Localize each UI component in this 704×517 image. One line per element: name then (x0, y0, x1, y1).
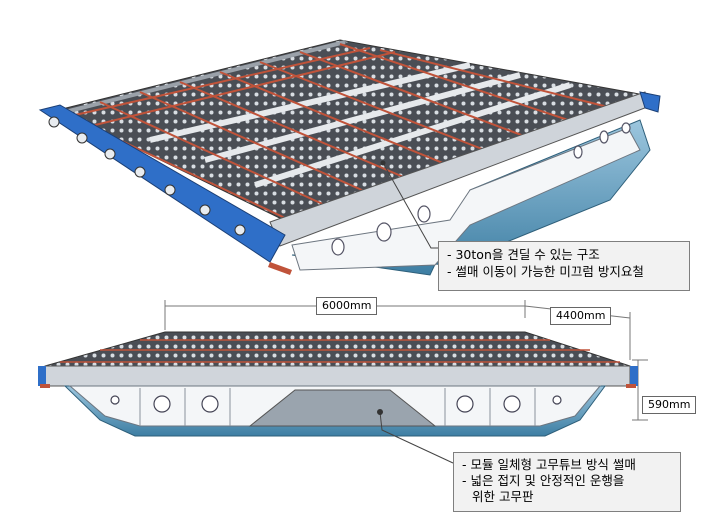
hitch-lug (48, 116, 60, 128)
callout-top-line1: - 30ton을 견딜 수 있는 구조 (447, 247, 600, 262)
cross-beam (64, 40, 346, 114)
blue-end-cap (639, 91, 661, 113)
blue-side-frame (38, 104, 286, 263)
leader-line-bottom (379, 411, 454, 464)
dimension-length-label: 6000mm (316, 297, 378, 315)
anti-slip-rail (99, 101, 341, 213)
anti-slip-rail (339, 43, 581, 125)
anti-slip-rail (379, 49, 621, 111)
leader-line-top (382, 162, 438, 249)
side-main-beam (44, 365, 631, 387)
callout-bottom-line2: - 넓은 접지 및 안정적인 운행을 (462, 473, 625, 488)
side-deck-top (44, 331, 631, 367)
anti-slip-rail (299, 51, 541, 143)
port-hole (331, 238, 345, 256)
right-blue-cap (630, 366, 638, 386)
callout-bottom-line3: 위한 고무판 (472, 489, 534, 504)
callout-bottom-line1: - 모듈 일체형 고무튜브 방식 썰매 (462, 457, 636, 472)
hitch-lug (76, 132, 88, 144)
left-blue-cap (38, 366, 46, 386)
port-hole (621, 122, 631, 134)
leader-dot (377, 409, 383, 415)
hitch-lug (199, 204, 211, 216)
anti-slip-rail (94, 51, 396, 126)
anti-slip-rail (179, 81, 421, 185)
anti-slip-rail (219, 71, 461, 171)
hitch-lug (164, 184, 176, 196)
deck-gap (254, 82, 571, 188)
port-hole (376, 222, 392, 242)
callout-top: - 30ton을 견딜 수 있는 구조 - 썰매 이동이 가능한 미끄럼 방지요… (438, 241, 690, 291)
leader-dot (380, 160, 386, 166)
hitch-lug (104, 148, 116, 160)
anti-slip-rail (259, 61, 501, 157)
deck-gap (204, 72, 521, 163)
hitch-lug (134, 166, 146, 178)
red-runner (40, 384, 50, 388)
side-elevation-view (38, 331, 638, 437)
port-hole (573, 145, 583, 159)
callout-top-line2: - 썰매 이동이 가능한 미끄럼 방지요철 (447, 264, 644, 279)
port-hole (599, 130, 609, 144)
red-runner (626, 384, 636, 388)
callout-bottom: - 모듈 일체형 고무튜브 방식 썰매 - 넓은 접지 및 안정적인 운행을 위… (453, 452, 681, 512)
dimension-height-label: 590mm (642, 396, 697, 414)
port-hole (417, 205, 431, 223)
hitch-lug (234, 224, 246, 236)
center-gusset (248, 389, 437, 427)
red-runner (268, 262, 292, 275)
deck-gap (149, 62, 471, 143)
top-perspective-view (38, 39, 661, 276)
anti-slip-rail (139, 91, 381, 199)
dimension-width-label: 4400mm (550, 307, 612, 325)
